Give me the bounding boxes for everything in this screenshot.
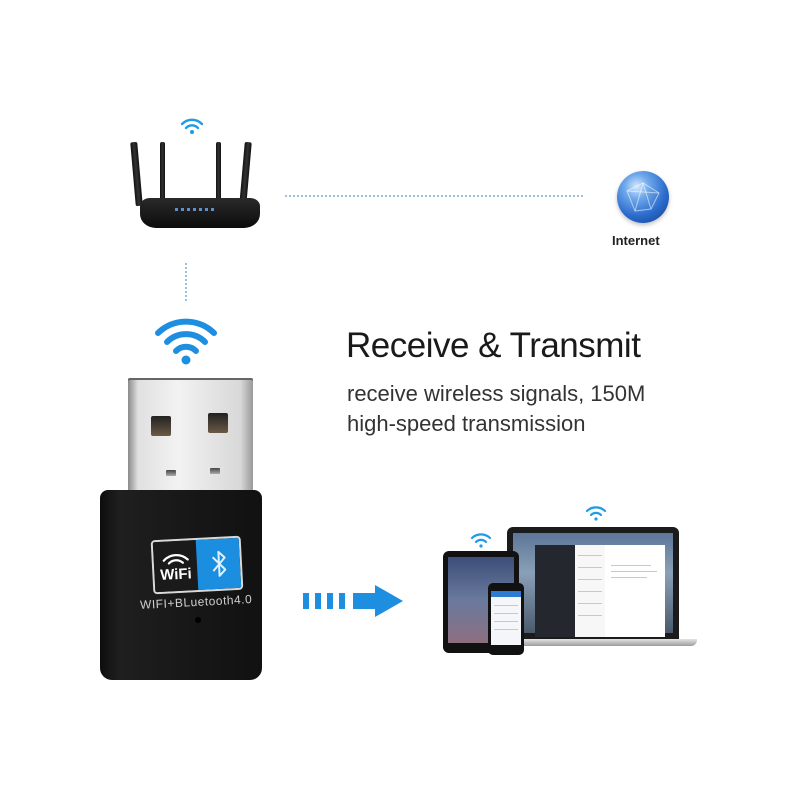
subtitle-line-2: high-speed transmission [347, 411, 586, 436]
laptop-base [495, 639, 697, 646]
subtitle: receive wireless signals, 150M high-spee… [347, 379, 645, 439]
vertical-dotted-connection [185, 263, 187, 303]
badge-wifi-label: WiFi [159, 564, 193, 584]
usb-wifi-icon [153, 315, 219, 365]
laptop-wifi-icon [585, 505, 607, 521]
subtitle-line-1: receive wireless signals, 150M [347, 381, 646, 406]
router-status-lights [175, 208, 217, 211]
led-indicator [195, 617, 201, 623]
wifi-bluetooth-badge: WiFi [150, 535, 244, 595]
bluetooth-icon [211, 550, 226, 577]
horizontal-dotted-connection [285, 195, 585, 197]
wifi-icon [162, 553, 189, 565]
headline: Receive & Transmit [346, 326, 641, 365]
laptop-image [507, 527, 679, 639]
usb-plug [128, 378, 253, 496]
internet-label: Internet [612, 233, 660, 248]
globe-icon [617, 171, 669, 223]
phone-image [488, 583, 524, 655]
router-wifi-icon [180, 117, 204, 135]
tablet-wifi-icon [470, 532, 492, 548]
